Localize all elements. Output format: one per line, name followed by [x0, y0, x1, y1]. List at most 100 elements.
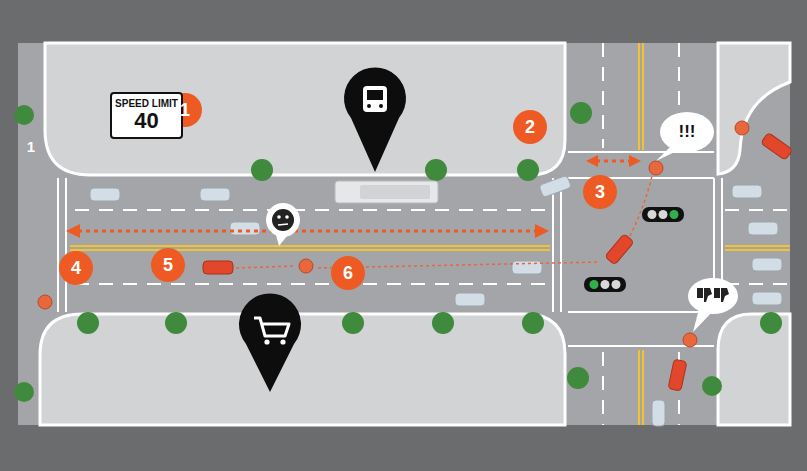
center-line: [70, 249, 550, 251]
center-line: [638, 43, 640, 150]
cart-wheel: [280, 339, 285, 344]
arrowhead: [535, 224, 549, 238]
distance-arrow: [66, 155, 641, 238]
road-surface: [18, 43, 790, 425]
light-lamp: [612, 280, 621, 289]
face-eye: [285, 215, 289, 219]
cart-wheel: [264, 339, 269, 344]
callout-disc: [513, 110, 547, 144]
pedestrian: [38, 295, 52, 309]
lane-line: [602, 43, 604, 148]
red-car: [203, 261, 233, 274]
light-lamp: [659, 210, 668, 219]
car: [200, 188, 230, 201]
lane-line: [75, 283, 550, 285]
arrowhead: [66, 224, 80, 238]
bus-icon-window: [367, 90, 383, 100]
crosswalk-line: [568, 311, 714, 313]
thumbs-down-icon: [714, 288, 729, 302]
center-line: [642, 350, 644, 425]
callout-disc: [583, 175, 617, 209]
pedestrian: [299, 259, 313, 273]
speed-limit-sign: SPEED LIMIT40: [110, 92, 183, 139]
red-car: [605, 234, 634, 265]
shop-pin: [239, 293, 301, 392]
tree: [522, 312, 544, 334]
pedestrian: [683, 333, 697, 347]
light-lamp: [590, 280, 599, 289]
crosswalk-line: [560, 178, 562, 312]
car: [748, 222, 778, 235]
car: [652, 400, 665, 426]
car: [732, 185, 762, 198]
bus-icon-light: [367, 104, 371, 108]
city-block: [718, 314, 790, 425]
pedestrian: [735, 121, 749, 135]
lane-line: [725, 209, 790, 211]
cart-icon: [254, 318, 289, 336]
tree: [760, 312, 782, 334]
tree: [517, 159, 539, 181]
thumbs-down-icon: [697, 288, 712, 302]
face-bubble: [266, 203, 300, 237]
trajectories: [236, 176, 652, 268]
callout-disc: [331, 256, 365, 290]
tree: [702, 376, 722, 396]
callout-number: 2: [513, 110, 547, 144]
traffic-light: [584, 277, 626, 292]
car: [752, 258, 782, 271]
bus-icon: [363, 86, 387, 112]
car: [512, 261, 542, 274]
sign-text: !!!: [669, 122, 705, 142]
car: [539, 175, 572, 197]
face-eye: [277, 215, 281, 219]
bus: [335, 181, 438, 203]
car: [230, 222, 260, 235]
arrowhead: [586, 155, 598, 167]
bus-stop-pin: [344, 67, 406, 172]
callout-number: 5: [151, 248, 185, 282]
sign-text: SPEED LIMIT: [115, 98, 178, 109]
crosswalk-line: [65, 178, 67, 312]
trajectory: [236, 266, 296, 268]
center-line: [638, 350, 640, 425]
lane-line: [725, 283, 790, 285]
crosswalk-line: [57, 178, 59, 312]
car: [455, 293, 485, 306]
cars: [90, 132, 793, 426]
callout-discs: [59, 93, 617, 290]
red-car: [668, 359, 687, 391]
city-block: [40, 314, 565, 425]
center-line: [642, 43, 644, 150]
sign-number: 40: [115, 109, 178, 133]
callout-disc: [59, 251, 93, 285]
face-mouth: [278, 224, 288, 225]
tree: [425, 159, 447, 181]
center-line: [725, 245, 790, 247]
callout-number: 6: [331, 256, 365, 290]
traffic-light: [642, 207, 684, 222]
callout-number: 4: [59, 251, 93, 285]
face-icon: [272, 209, 294, 231]
tree: [567, 367, 589, 389]
thumbs-bubble: [688, 278, 738, 314]
bus-roof: [360, 185, 430, 199]
light-lamp: [648, 210, 657, 219]
callout-number: 3: [583, 175, 617, 209]
tree: [251, 159, 273, 181]
dotted-line: [78, 230, 537, 233]
callout-number: 1: [14, 130, 48, 164]
trajectory: [630, 176, 652, 236]
bus-icon-light: [379, 104, 383, 108]
car: [752, 292, 782, 305]
tree: [77, 312, 99, 334]
tree: [14, 382, 34, 402]
tree: [342, 312, 364, 334]
pedestrian: [649, 161, 663, 175]
tree: [570, 102, 592, 124]
callout-disc: [151, 248, 185, 282]
dotted-line: [596, 160, 630, 163]
light-lamp: [601, 280, 610, 289]
speech-bubble: !!!: [663, 113, 711, 151]
